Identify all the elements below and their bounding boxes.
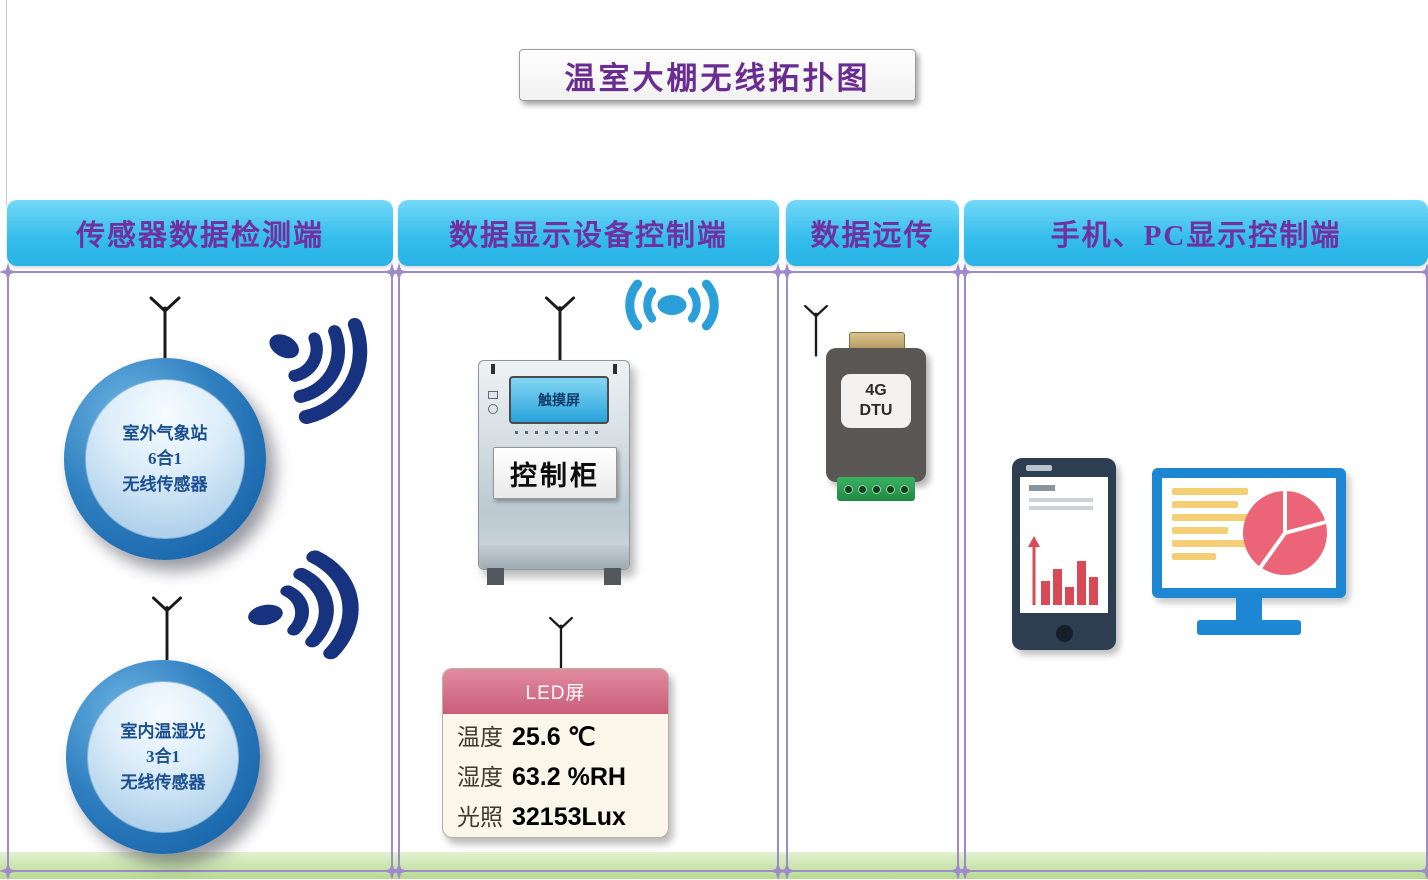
antenna-icon <box>544 296 576 360</box>
column-header-remote-transfer-label: 数据远传 <box>810 220 935 252</box>
monitor-text-lines <box>1172 488 1252 560</box>
dtu-nameplate: 4G DTU <box>841 374 911 428</box>
cabinet-vent <box>515 431 605 434</box>
antenna-icon <box>151 596 183 660</box>
sensor-outdoor-line3: 无线传感器 <box>122 474 208 494</box>
led-panel-header: LED屏 <box>443 669 668 714</box>
led-reading-label: 光照 <box>457 805 503 830</box>
terminal-screw-icon <box>885 484 895 494</box>
led-reading-value: 25.6 ℃ <box>512 723 596 751</box>
touchscreen: 触摸屏 <box>509 376 609 424</box>
pie-chart-icon <box>1243 491 1327 575</box>
column-header-sensors-label: 传感器数据检测端 <box>75 220 324 252</box>
led-reading-light: 光照 32153Lux <box>457 798 654 837</box>
sensor-outdoor-line2: 6合1 <box>148 449 182 469</box>
monitor-screen <box>1162 478 1336 588</box>
cabinet-nameplate-label: 控制柜 <box>510 460 600 491</box>
phone-home-button-icon <box>1056 625 1073 642</box>
led-display-panel: LED屏 温度 25.6 ℃ 湿度 63.2 %RH 光照 32153Lux <box>442 668 669 838</box>
diagram-title: 温室大棚无线拓扑图 <box>519 49 916 101</box>
led-reading-label: 温度 <box>457 725 503 750</box>
phone-screen <box>1020 477 1108 613</box>
corner-ornament-icon <box>1418 862 1428 880</box>
terminal-screw-icon <box>857 484 867 494</box>
monitor-text-line <box>1172 514 1248 521</box>
broadcast-signal-icon <box>625 279 719 331</box>
led-reading-value: 63.2 %RH <box>512 763 626 791</box>
dtu-nameplate-line1: 4G <box>865 382 887 399</box>
led-reading-label: 湿度 <box>457 765 503 790</box>
dtu-terminal-block <box>837 477 915 501</box>
phone-text-line <box>1029 485 1055 491</box>
column-header-remote-transfer: 数据远传 <box>786 200 959 266</box>
antenna-icon <box>549 616 573 668</box>
monitor-text-line <box>1172 527 1228 534</box>
cabinet-foot <box>604 568 621 585</box>
wireless-signal-icon <box>269 317 368 425</box>
monitor-stand-base <box>1197 620 1301 635</box>
sensor-indoor: 室内温湿光 3合1 无线传感器 <box>66 660 260 854</box>
monitor-text-line <box>1172 540 1248 547</box>
column-header-display-control-label: 数据显示设备控制端 <box>448 220 728 252</box>
ground-strip <box>0 852 1428 879</box>
led-reading-humidity: 湿度 63.2 %RH <box>457 758 654 798</box>
wireless-signal-icon <box>248 550 359 660</box>
bar-chart-icon <box>1028 536 1098 605</box>
monitor-stand-neck <box>1236 598 1262 620</box>
terminal-screw-icon <box>871 484 881 494</box>
smartphone-icon <box>1012 458 1116 650</box>
monitor-text-line <box>1172 488 1248 495</box>
monitor-text-line <box>1172 501 1238 508</box>
page-edge-line <box>6 0 7 206</box>
cabinet-button-icon <box>488 391 498 399</box>
cabinet-base <box>479 545 629 569</box>
led-reading-value: 32153Lux <box>512 803 626 831</box>
control-cabinet: 触摸屏 控制柜 <box>478 360 630 585</box>
pc-monitor-icon <box>1152 468 1346 638</box>
sensor-indoor-face: 室内温湿光 3合1 无线传感器 <box>87 681 239 833</box>
cabinet-foot <box>487 568 504 585</box>
led-panel-title: LED屏 <box>525 683 586 704</box>
column-header-clients: 手机、PC显示控制端 <box>964 200 1428 266</box>
sensor-indoor-line3: 无线传感器 <box>120 772 206 792</box>
monitor-text-line <box>1172 553 1216 560</box>
led-readings: 温度 25.6 ℃ 湿度 63.2 %RH 光照 32153Lux <box>443 714 668 837</box>
sensor-indoor-line2: 3合1 <box>146 747 180 767</box>
dtu-nameplate-line2: DTU <box>859 402 893 419</box>
diagram-title-text: 温室大棚无线拓扑图 <box>564 60 871 96</box>
sensor-outdoor-line1: 室外气象站 <box>122 423 208 443</box>
corner-ornament-icon <box>1418 263 1428 281</box>
column-header-display-control: 数据显示设备控制端 <box>398 200 779 266</box>
monitor-frame <box>1152 468 1346 598</box>
phone-text-line <box>1029 506 1093 510</box>
cabinet-knob <box>491 364 495 374</box>
phone-text-line <box>1029 498 1093 502</box>
terminal-screw-icon <box>843 484 853 494</box>
antenna-icon <box>149 296 181 362</box>
dtu-device: 4G DTU <box>826 348 926 482</box>
cabinet-nameplate: 控制柜 <box>493 447 617 499</box>
antenna-icon <box>804 304 828 357</box>
led-reading-temperature: 温度 25.6 ℃ <box>457 718 654 758</box>
column-header-clients-label: 手机、PC显示控制端 <box>1050 220 1342 252</box>
sensor-outdoor-face: 室外气象站 6合1 无线传感器 <box>85 379 245 539</box>
touchscreen-label: 触摸屏 <box>538 394 580 409</box>
cabinet-dial-icon <box>488 404 498 414</box>
cabinet-knob <box>613 364 617 374</box>
sensor-outdoor: 室外气象站 6合1 无线传感器 <box>64 358 266 560</box>
column-header-sensors: 传感器数据检测端 <box>7 200 393 266</box>
sensor-indoor-line1: 室内温湿光 <box>120 721 206 741</box>
phone-speaker-icon <box>1026 465 1052 471</box>
terminal-screw-icon <box>899 484 909 494</box>
